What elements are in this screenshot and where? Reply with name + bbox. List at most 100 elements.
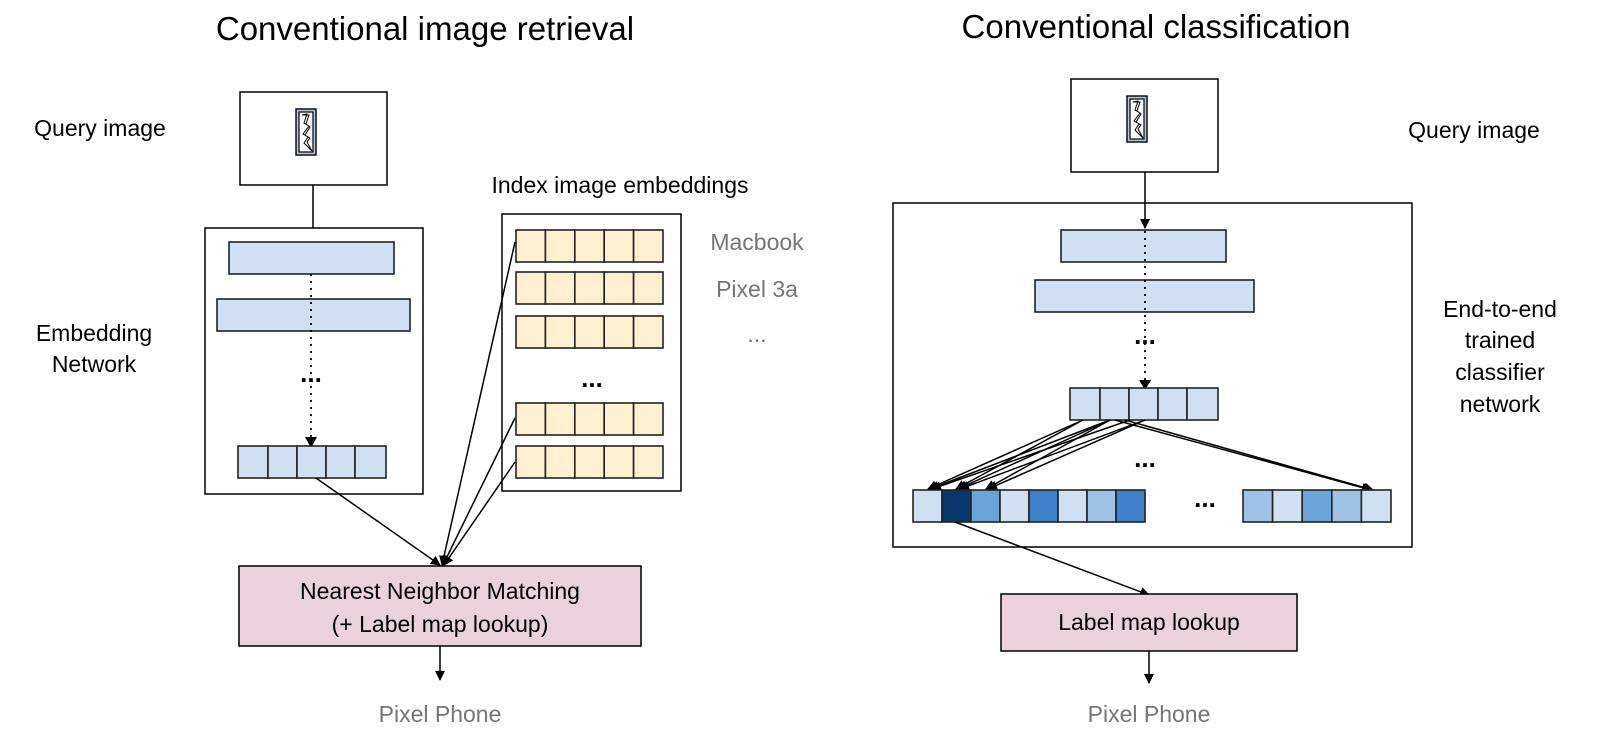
index-label-pixel3a: Pixel 3a (716, 276, 798, 302)
network-layer-2 (216, 298, 411, 332)
feature-vector (1069, 387, 1219, 421)
phone-image-icon (1126, 95, 1148, 143)
index-embedding-cell (632, 315, 664, 349)
index-embeddings-title: Index image embeddings (492, 172, 749, 198)
left-title: Conventional image retrieval (216, 10, 634, 47)
logits-group-2 (1242, 489, 1392, 523)
fc-arrow (985, 419, 1111, 490)
embedding-cell (325, 445, 356, 479)
logit-cell (1301, 489, 1333, 523)
fc-arrow (959, 419, 1146, 491)
index-embedding-rows (515, 229, 664, 479)
right-output-label: Pixel Phone (1088, 701, 1211, 727)
nearest-neighbor-matching-box (238, 565, 642, 647)
logit-cell (1086, 489, 1117, 523)
fc-arrow (931, 419, 1131, 491)
logits-group-1 (912, 489, 1146, 523)
embedding-cell (354, 445, 387, 479)
logit-to-lookup-arrow (954, 521, 1150, 597)
embedding-cell (296, 445, 327, 479)
logit-cell (1242, 489, 1274, 523)
fc-arrow (1124, 419, 1374, 493)
feature-cell (1128, 387, 1159, 421)
index-embedding-cell (603, 315, 635, 349)
classifier-label-line4: network (1460, 391, 1541, 417)
index-embedding-cell (544, 445, 576, 479)
index-embedding-cell (632, 445, 664, 479)
index-to-matching-arrow (439, 241, 516, 566)
logit-cell (970, 489, 1001, 523)
feature-cell (1157, 387, 1188, 421)
classifier-label-line3: classifier (1455, 359, 1545, 385)
embedding-label-line1: Embedding (36, 320, 152, 346)
matching-label-line1: Nearest Neighbor Matching (300, 578, 580, 604)
logit-cell (941, 489, 972, 523)
logit-cell (1331, 489, 1363, 523)
index-embedding-cell (544, 402, 576, 436)
embedding-to-matching-arrow (315, 477, 441, 566)
embedding-label-line2: Network (52, 351, 137, 377)
fc-arrow (955, 419, 1084, 490)
logit-cell (1028, 489, 1059, 523)
network-flow-arrowhead (305, 437, 317, 448)
logit-cell (1271, 489, 1303, 523)
index-label-macbook: Macbook (710, 229, 804, 255)
index-to-matching-arrow (442, 417, 516, 566)
index-embedding-cell (515, 445, 547, 479)
index-ellipsis: ... (581, 363, 603, 393)
feature-cell (1186, 387, 1219, 421)
feature-cell (1069, 387, 1101, 421)
index-embedding-cell (603, 271, 635, 305)
index-embedding-cell (544, 271, 576, 305)
index-embedding-cell (603, 445, 635, 479)
logit-cell (1115, 489, 1146, 523)
right-query-label: Query image (1408, 117, 1540, 143)
fc-arrow (927, 419, 1084, 490)
feature-cell (1099, 387, 1130, 421)
index-embedding-cell (603, 402, 635, 436)
left-output-label: Pixel Phone (379, 701, 502, 727)
index-embedding-cell (544, 315, 576, 349)
index-embedding-cell (515, 402, 547, 436)
index-embedding-cell (573, 271, 605, 305)
index-embedding-cell (573, 315, 605, 349)
logit-cell (1360, 489, 1392, 523)
index-embedding-cell (632, 402, 664, 436)
index-embedding-cell (632, 229, 664, 263)
index-embedding-cell (573, 402, 605, 436)
fc-ellipsis: ... (1134, 443, 1156, 473)
index-embedding-cell (544, 229, 576, 263)
embedding-cell (237, 445, 269, 479)
classifier-flow-arrowhead (1139, 380, 1151, 390)
index-embedding-cell (603, 229, 635, 263)
index-embedding-cell (515, 271, 547, 305)
matching-label-line2: (+ Label map lookup) (332, 611, 549, 637)
index-embedding-cell (632, 271, 664, 305)
index-label-more: ... (747, 321, 766, 347)
index-embedding-cell (573, 229, 605, 263)
network-layer-1 (228, 241, 395, 275)
right-title: Conventional classification (962, 8, 1351, 45)
logit-cell (999, 489, 1030, 523)
fc-arrow (957, 419, 1111, 490)
fc-arrow (1114, 419, 1372, 493)
phone-image-icon (295, 108, 317, 156)
index-embedding-cell (515, 315, 547, 349)
classifier-label-line1: End-to-end (1443, 296, 1557, 322)
index-embedding-cell (515, 229, 547, 263)
classifier-label-line2: trained (1465, 327, 1535, 353)
left-query-label: Query image (34, 115, 166, 141)
embedding-cell (267, 445, 298, 479)
logits-ellipsis: ... (1194, 483, 1216, 513)
index-embedding-cell (573, 445, 605, 479)
label-map-lookup-label: Label map lookup (1058, 609, 1240, 635)
classifier-ellipsis: ... (1134, 320, 1156, 350)
fc-arrow (987, 419, 1146, 490)
embedding-vector (237, 445, 387, 479)
network-ellipsis: ... (300, 358, 322, 388)
label-map-lookup-box (1000, 593, 1298, 652)
logit-cell (1057, 489, 1088, 523)
logit-cell (912, 489, 943, 523)
fc-connections (927, 419, 1374, 493)
